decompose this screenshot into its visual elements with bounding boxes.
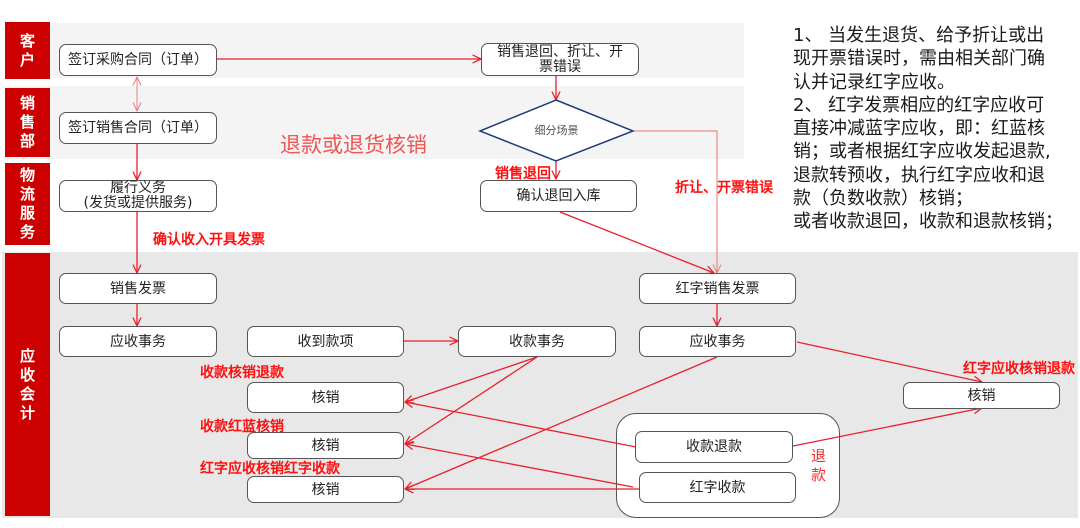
note-line: 款（负数收款）核销； xyxy=(793,188,973,210)
node-red-sales-invoice: 红字销售发票 xyxy=(639,273,796,304)
connector-red-receipt-to-writeoff-2 xyxy=(405,444,634,488)
note-line: 认并记录红字应收。 xyxy=(793,71,955,93)
node-receive-payment: 收到款项 xyxy=(247,326,404,357)
label-receipt-writeoff-refund: 收款核销退款 xyxy=(200,365,284,381)
label-receipt-red-blue-writeoff: 收款红蓝核销 xyxy=(200,419,284,435)
decision-diamond xyxy=(477,99,636,162)
note-line: 或者收款退回，收款和退款核销； xyxy=(793,211,1063,233)
node-writeoff-3: 核销 xyxy=(247,476,404,503)
node-text: 核销 xyxy=(311,437,340,454)
node-writeoff-1: 核销 xyxy=(247,382,404,413)
node-writeoff-right: 核销 xyxy=(903,382,1060,409)
label-refund-or-return-writeoff: 退款或退货核销 xyxy=(280,133,427,157)
node-text: 红字销售发票 xyxy=(675,280,760,297)
node-text: 销售发票 xyxy=(110,280,166,297)
lane-label-text: 应收会计 xyxy=(20,346,36,422)
node-ar-transaction-right: 应收事务 xyxy=(639,326,796,357)
node-ar-transaction-left: 应收事务 xyxy=(59,326,217,357)
label-red-ar-writeoff-refund: 红字应收核销退款 xyxy=(963,361,1075,377)
node-writeoff-2: 核销 xyxy=(247,432,404,459)
connector-receipt-txn-to-writeoff-2 xyxy=(405,356,538,444)
node-refund-receipt: 收款退款 xyxy=(635,431,793,463)
label-refund-group: 退款 xyxy=(811,447,827,484)
note-line: 直接冲减蓝字应收，即：红蓝核 xyxy=(793,118,1045,140)
node-purchase-contract: 签订采购合同（订单） xyxy=(59,44,217,76)
connector-receipt-txn-to-writeoff-1 xyxy=(405,356,538,402)
lane-label-text: 物流服务 xyxy=(20,166,36,241)
explanation-notes: 1、 当发生退货、给予折让或出 现开票错误时，需由相关部门确 认并记录红字应收。… xyxy=(793,24,1063,234)
lane-label-ar-accounting: 应收会计 xyxy=(5,253,50,516)
label-confirm-revenue-invoice: 确认收入开具发票 xyxy=(153,232,265,248)
lane-label-customer: 客户 xyxy=(5,22,50,79)
node-subtext: (发货或提供服务) xyxy=(83,195,193,211)
node-sales-invoice: 销售发票 xyxy=(59,273,217,304)
node-sales-contract: 签订销售合同（订单） xyxy=(59,112,217,144)
connector-ar-right-to-writeoff-3 xyxy=(405,356,718,489)
note-line: 退款转预收，执行红字应收和退 xyxy=(793,164,1045,186)
node-confirm-return: 确认退回入库 xyxy=(480,180,637,212)
node-text: 核销 xyxy=(311,389,340,406)
node-text: 核销 xyxy=(311,481,340,498)
note-line: 销；或者根据红字应收发起退款, xyxy=(793,141,1051,163)
note-line: 2、 红字发票相应的红字应收可 xyxy=(793,94,1045,116)
connector-confirm-return-to-red-invoice xyxy=(559,211,714,273)
connector-ar-right-to-writeoff-right xyxy=(796,341,982,382)
lane-label-logistics: 物流服务 xyxy=(5,163,50,245)
node-text: 收到款项 xyxy=(297,333,354,350)
note-line: 现开票错误时，需由相关部门确 xyxy=(793,48,1045,70)
node-fulfill-obligation: 履行义务 (发货或提供服务) xyxy=(59,180,217,212)
note-line: 1、 当发生退货、给予折让或出 xyxy=(793,25,1045,46)
node-return-discount-error: 销售退回、折让、开票错误 xyxy=(481,43,639,76)
node-text: 应收事务 xyxy=(110,333,166,350)
node-text: 红字收款 xyxy=(689,479,746,496)
node-text: 收款退款 xyxy=(686,439,742,455)
connector-refund-to-writeoff-1 xyxy=(405,402,637,448)
node-text: 签订采购合同（订单） xyxy=(68,52,208,68)
node-text: 销售退回、折让、开票错误 xyxy=(497,43,623,75)
node-text: 应收事务 xyxy=(689,333,746,350)
node-red-receipt: 红字收款 xyxy=(639,472,796,503)
lane-label-text: 客户 xyxy=(20,31,36,69)
decision-scenario-text: 细分场景 xyxy=(534,124,579,137)
connector-refund-to-writeoff-right xyxy=(792,408,982,447)
node-text: 收款事务 xyxy=(509,333,565,350)
node-text: 签订销售合同（订单） xyxy=(68,120,208,136)
node-text: 履行义务 xyxy=(110,180,166,196)
label-sales-return: 销售退回 xyxy=(495,166,551,182)
lane-label-text: 销售部 xyxy=(20,94,36,150)
lane-label-sales-dept: 销售部 xyxy=(5,88,50,157)
connector-scenario-to-red-invoice xyxy=(633,130,717,273)
node-text: 核销 xyxy=(967,387,996,404)
node-text: 确认退回入库 xyxy=(516,188,601,204)
label-red-ar-writeoff-red-receipt: 红字应收核销红字收款 xyxy=(200,461,340,477)
label-discount-invoice-error: 折让、开票错误 xyxy=(675,180,773,196)
node-receipt-transaction: 收款事务 xyxy=(458,326,616,357)
